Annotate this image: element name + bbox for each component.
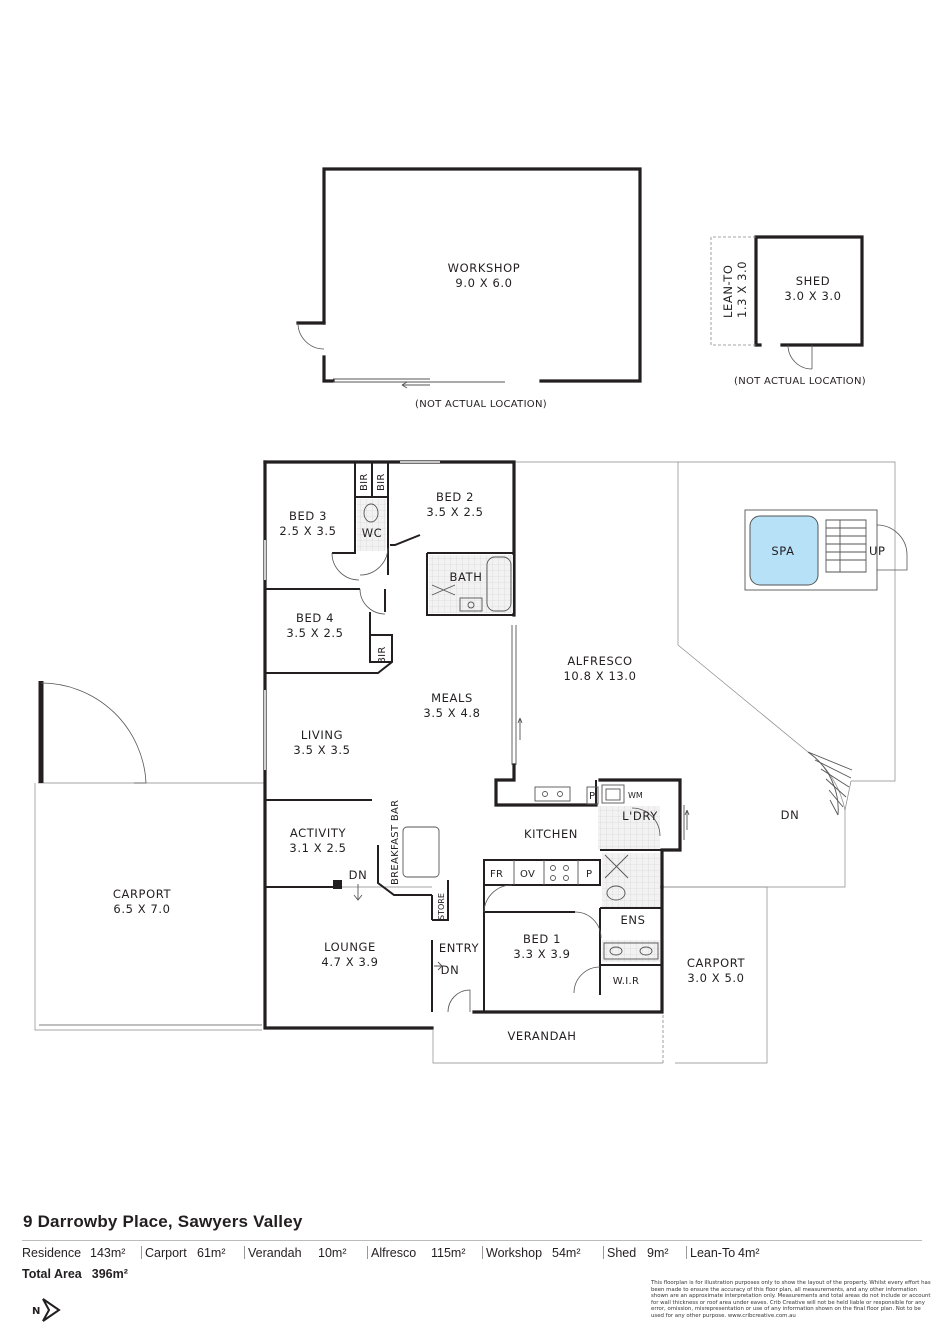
lean-to-name: LEAN-TO [721, 264, 735, 318]
area-value: 115m² [431, 1246, 466, 1260]
activity-size: 3.1 X 2.5 [289, 841, 346, 855]
bed1-size: 3.3 X 3.9 [513, 947, 570, 961]
verandah-label: VERANDAH [507, 1029, 576, 1043]
carport-left: CARPORT 6.5 X 7.0 [34, 681, 264, 1031]
entry-dn-label: DN [441, 963, 460, 977]
area-summary: Residence 143m² Carport 61m² Verandah 10m² Alf… [22, 1246, 768, 1260]
bath-tiles [429, 555, 513, 613]
breakfast-bar-label: BREAKFAST BAR [390, 800, 401, 885]
entry-label: ENTRY [439, 941, 480, 955]
lounge-name: LOUNGE [324, 940, 376, 954]
carport-right-name: CARPORT [687, 956, 746, 970]
area-separator [141, 1246, 142, 1259]
workshop-name: WORKSHOP [448, 261, 521, 275]
alfresco-dn-label: DN [781, 808, 800, 822]
bed4-name: BED 4 [296, 611, 334, 625]
ensuite-label: ENS [621, 913, 646, 927]
oven-label: OV [520, 869, 535, 880]
verandah: VERANDAH [432, 1029, 663, 1064]
bath-label: BATH [450, 570, 483, 584]
spa-label: SPA [771, 544, 794, 558]
carport-left-name: CARPORT [113, 887, 172, 901]
area-value: 4m² [738, 1246, 760, 1260]
living-name: LIVING [301, 728, 343, 742]
bir-bed4-label: BIR [377, 646, 388, 664]
area-separator [367, 1246, 368, 1259]
area-label: Residence [22, 1246, 82, 1260]
meals-name: MEALS [431, 691, 473, 705]
activity-name: ACTIVITY [290, 826, 347, 840]
main-house: WC BIR BIR BIR BATH BED 3 2.5 X 3.5 BED … [263, 460, 690, 1030]
area-value: 143m² [90, 1246, 126, 1260]
lounge-size: 4.7 X 3.9 [321, 955, 378, 969]
store-label: STORE [437, 893, 446, 920]
fridge-label: FR [490, 869, 503, 880]
area-separator [482, 1246, 483, 1259]
spa-up-label: UP [869, 544, 886, 558]
area-separator [603, 1246, 604, 1259]
bir-bed2-label: BIR [376, 473, 387, 491]
area-label: Lean-To [690, 1246, 736, 1260]
workshop-note: (NOT ACTUAL LOCATION) [415, 399, 547, 410]
activity-dn-label: DN [349, 868, 368, 882]
bed3-name: BED 3 [289, 509, 327, 523]
bed3-size: 2.5 X 3.5 [279, 524, 336, 538]
total-area-label: Total Area [22, 1267, 82, 1281]
area-label: Shed [607, 1246, 637, 1260]
meals-size: 3.5 X 4.8 [423, 706, 480, 720]
floor-plan: WORKSHOP 9.0 X 6.0 (NOT ACTUAL LOCATION)… [34, 167, 908, 1064]
footer: 9 Darrowby Place, Sawyers Valley Residen… [0, 1200, 946, 1339]
shed-name: SHED [796, 274, 830, 288]
carport-right-size: 3.0 X 5.0 [687, 971, 744, 985]
bed2-name: BED 2 [436, 490, 474, 504]
laundry-tiles [598, 806, 660, 850]
alfresco-name: ALFRESCO [567, 654, 632, 668]
kitchen-pantry-label-top: P [589, 791, 595, 802]
laundry-label: L'DRY [622, 809, 658, 823]
area-value: 54m² [552, 1246, 581, 1260]
alfresco-size: 10.8 X 13.0 [563, 669, 636, 683]
total-area: Total Area 396m² [22, 1267, 128, 1281]
bir-bed3-label: BIR [359, 473, 370, 491]
shed-building: SHED 3.0 X 3.0 LEAN-TO 1.3 X 3.0 (NOT AC… [710, 235, 866, 387]
pantry-label: P [586, 869, 592, 880]
north-label: N [32, 1306, 40, 1317]
area-label: Workshop [486, 1246, 543, 1260]
bed1-name: BED 1 [523, 932, 561, 946]
area-value: 10m² [318, 1246, 347, 1260]
area-separator [244, 1246, 245, 1259]
area-separator [686, 1246, 687, 1259]
north-arrow-icon: N [32, 1298, 61, 1322]
property-address: 9 Darrowby Place, Sawyers Valley [23, 1212, 303, 1231]
area-value: 61m² [197, 1246, 226, 1260]
total-area-value: 396m² [91, 1267, 128, 1281]
carport-right: CARPORT 3.0 X 5.0 [662, 886, 768, 1064]
living-size: 3.5 X 3.5 [293, 743, 350, 757]
area-label: Verandah [248, 1246, 302, 1260]
shed-note: (NOT ACTUAL LOCATION) [734, 376, 866, 387]
area-value: 9m² [647, 1246, 669, 1260]
wc-tiles [357, 499, 386, 551]
lean-to-size: 1.3 X 3.0 [735, 261, 749, 318]
divider [22, 1240, 922, 1241]
carport-left-size: 6.5 X 7.0 [113, 902, 170, 916]
vanity-tiles [602, 940, 660, 962]
workshop-building: WORKSHOP 9.0 X 6.0 (NOT ACTUAL LOCATION) [296, 167, 642, 410]
disclaimer: This floorplan is for illustration purpo… [651, 1280, 931, 1319]
shed-size: 3.0 X 3.0 [784, 289, 841, 303]
wc-label: WC [362, 526, 383, 540]
spa-pool [749, 515, 819, 586]
area-label: Alfresco [371, 1246, 417, 1260]
area-label: Carport [145, 1246, 187, 1260]
wir-label: W.I.R [613, 976, 640, 987]
alfresco-area: SPA UP ALFRESCO 10.8 X 13.0 DN [514, 461, 908, 888]
wm-label: WM [628, 791, 643, 800]
kitchen-label: KITCHEN [524, 827, 578, 841]
bed4-size: 3.5 X 2.5 [286, 626, 343, 640]
bed2-size: 3.5 X 2.5 [426, 505, 483, 519]
workshop-size: 9.0 X 6.0 [455, 276, 512, 290]
